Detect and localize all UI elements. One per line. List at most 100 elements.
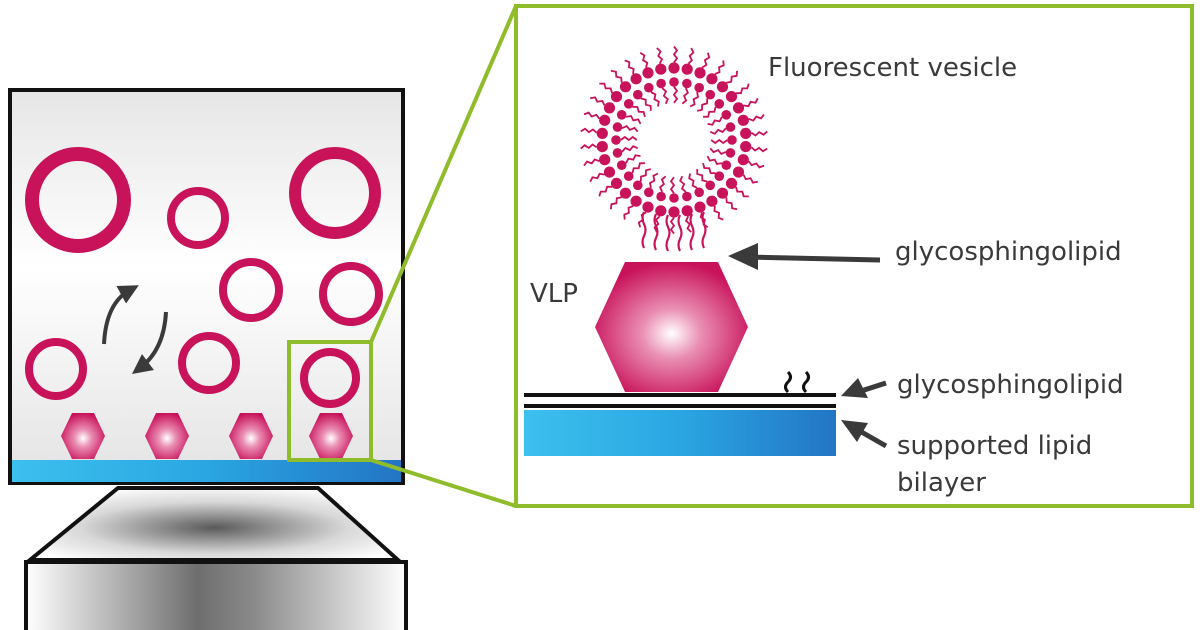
- lipid-head: [623, 171, 634, 181]
- lipid-head: [656, 78, 666, 89]
- lipid-head: [619, 187, 632, 199]
- lipid-tail: [610, 69, 623, 83]
- lipid-tail: [669, 217, 676, 235]
- lipid-head: [655, 205, 667, 217]
- lipid-tail: [639, 168, 652, 182]
- lipid-head: [616, 160, 627, 170]
- lipid-tail: [750, 130, 768, 137]
- lipid-tail: [625, 114, 642, 125]
- lipid-head: [721, 160, 732, 170]
- lipid-head: [656, 191, 666, 202]
- lipid-head: [725, 91, 738, 103]
- lipid-head: [642, 201, 654, 213]
- lipid-tail: [689, 91, 700, 108]
- arrow-glycosphingolipid-top: [728, 243, 881, 270]
- lipid-tail: [583, 158, 600, 167]
- lipid-tail: [706, 155, 723, 166]
- lipid-head: [705, 180, 715, 191]
- lipid-head: [603, 102, 616, 114]
- lipid-head: [644, 82, 654, 93]
- lipid-tail: [743, 97, 759, 108]
- lipid-tail: [709, 147, 727, 156]
- lipid-head: [642, 67, 654, 79]
- lipid-head: [668, 62, 680, 74]
- lipid-tail: [599, 82, 613, 94]
- lipid-head: [694, 187, 704, 198]
- lipid-head: [681, 205, 693, 217]
- lipid-head: [716, 187, 729, 199]
- lipid-tail: [713, 205, 724, 221]
- lipid-head: [668, 206, 680, 218]
- lipid-tail: [702, 162, 716, 175]
- lipid-tail: [631, 162, 645, 174]
- lipid-tail: [656, 47, 664, 65]
- lipid-head: [610, 177, 623, 189]
- lipid-head: [682, 191, 692, 202]
- lipid-tail: [653, 215, 661, 233]
- lipid-tail: [710, 138, 728, 145]
- lipid-tail: [669, 176, 676, 194]
- lipid-head: [655, 63, 667, 75]
- lipid-tail: [681, 87, 690, 105]
- lipid-tail: [589, 172, 605, 183]
- lipid-head: [694, 67, 706, 79]
- vesicle-icon: [25, 147, 131, 253]
- label-fluorescent-vesicle: Fluorescent vesicle: [768, 53, 1017, 83]
- lipid-head: [612, 122, 623, 132]
- vlp-hexagon-icon: [309, 413, 353, 459]
- lipid-tail: [624, 59, 635, 75]
- lipid-head: [599, 154, 611, 166]
- lipid-head: [727, 135, 737, 145]
- lipid-head: [630, 195, 642, 207]
- vesicle-icon: [319, 262, 383, 326]
- lipid-tail: [621, 145, 639, 153]
- lipid-head: [725, 177, 738, 189]
- lipid-tail: [632, 105, 646, 118]
- lipid-head: [725, 148, 736, 158]
- lipid-tail: [714, 60, 725, 75]
- lipid-tail: [658, 175, 667, 193]
- lipid-head: [740, 141, 752, 153]
- lipid-head: [612, 148, 623, 158]
- lipid-head: [716, 81, 729, 93]
- zoom-connector-lines: [369, 5, 518, 508]
- vlp-hexagon-icon: [229, 413, 273, 459]
- vesicle-icon: [167, 187, 229, 249]
- lipid-tail: [703, 106, 717, 118]
- lipid-tail: [725, 197, 738, 211]
- lipid-head: [623, 99, 634, 109]
- lipid-tail: [679, 175, 687, 193]
- vesicle-icon: [25, 338, 87, 400]
- lipid-tail: [735, 186, 749, 198]
- lipid-head: [714, 99, 725, 109]
- lipid-head: [633, 180, 643, 191]
- vlp-hexagon-icon: [61, 413, 105, 459]
- lipid-tail: [610, 196, 622, 210]
- vesicle-glycolipid-tails: [641, 211, 707, 252]
- lipid-head: [682, 78, 692, 89]
- surface-glycolipid-tails: [784, 370, 810, 394]
- lipid-head: [611, 135, 621, 145]
- zoom-selection-box: [287, 340, 373, 462]
- lipid-head: [599, 114, 611, 126]
- lipid-tail: [701, 52, 711, 69]
- lipid-head: [681, 63, 693, 75]
- label-vlp: VLP: [530, 279, 578, 309]
- lipid-ring: [580, 45, 768, 235]
- vesicle-icon: [289, 147, 381, 239]
- well-vlps: [61, 413, 353, 459]
- lipid-head: [706, 73, 718, 85]
- well-bilayer: [12, 460, 401, 482]
- fluorescent-vesicle-icon: [580, 45, 768, 252]
- lipid-head: [644, 187, 654, 198]
- lipid-head: [596, 127, 608, 139]
- lipid-head: [714, 171, 725, 181]
- lipid-tail: [648, 172, 659, 189]
- label-glycosphingolipid-top: glycosphingolipid: [895, 237, 1122, 267]
- lipid-head: [616, 110, 627, 120]
- lipid-head: [705, 89, 715, 100]
- lipid-head: [740, 127, 752, 139]
- rotation-arrows-icon: [102, 285, 168, 375]
- lipid-head: [737, 154, 749, 166]
- vesicle-icon: [178, 332, 240, 394]
